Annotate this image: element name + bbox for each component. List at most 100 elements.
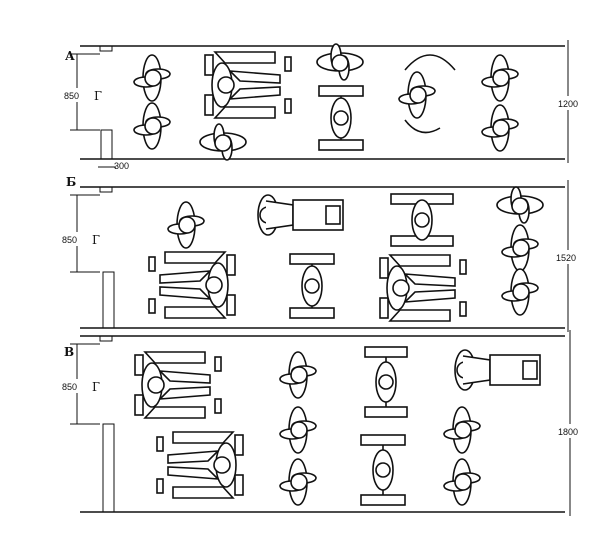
walker-figure xyxy=(318,85,364,151)
caster xyxy=(156,478,164,494)
walker-bar xyxy=(289,253,335,265)
corridor-width-label: 1800 xyxy=(558,427,578,437)
wheel xyxy=(234,434,244,456)
person-figure xyxy=(316,43,364,81)
caster xyxy=(284,56,292,72)
cane-arc xyxy=(404,54,456,134)
person-figure xyxy=(279,406,317,454)
leg xyxy=(227,70,281,84)
label-bg xyxy=(558,96,580,110)
head xyxy=(409,86,427,104)
caster xyxy=(156,436,164,452)
armrest xyxy=(143,351,206,364)
person-figure xyxy=(279,458,317,506)
armrest xyxy=(388,309,451,322)
head xyxy=(333,110,349,126)
person-figure xyxy=(481,54,519,102)
stroller-hood xyxy=(522,360,538,380)
head xyxy=(512,283,530,301)
wheelchair-figure xyxy=(134,351,222,419)
arms xyxy=(462,355,491,385)
panel-a: А 850 Г 300 1200 xyxy=(64,40,580,171)
leg xyxy=(157,370,211,384)
walker-bar xyxy=(364,346,408,358)
stroller-figure xyxy=(257,194,344,236)
wheel xyxy=(234,474,244,496)
wheel xyxy=(226,294,236,316)
head xyxy=(178,216,196,234)
person-figure xyxy=(279,351,317,399)
arms xyxy=(265,200,294,230)
person-figure xyxy=(133,102,171,150)
wheelchair-figure xyxy=(156,431,244,499)
armrest xyxy=(172,431,235,444)
panel-letter: Б xyxy=(66,175,76,189)
wheel xyxy=(204,94,214,116)
armrest xyxy=(164,251,227,264)
panel-letter: А xyxy=(65,49,75,63)
caster xyxy=(148,298,156,314)
walker-bar xyxy=(318,139,364,151)
head xyxy=(213,456,231,474)
label-bg xyxy=(60,232,96,246)
person-figure xyxy=(167,201,205,249)
door-jamb xyxy=(100,129,113,160)
head xyxy=(492,119,510,137)
person-figure xyxy=(496,186,544,224)
armrest xyxy=(164,306,227,319)
figures xyxy=(133,43,544,506)
head xyxy=(375,462,391,478)
walker-bar xyxy=(360,434,406,446)
door-width-label: 850 xyxy=(64,91,79,101)
wheelchair-figure xyxy=(204,51,292,119)
head xyxy=(147,376,165,394)
person-figure xyxy=(199,123,247,161)
label-bg xyxy=(66,88,96,102)
armrest xyxy=(143,406,206,419)
armrest xyxy=(213,51,276,64)
head xyxy=(511,197,529,215)
door-jamb xyxy=(99,335,113,342)
door-mark: Г xyxy=(92,380,100,394)
corridor-width-label: 1200 xyxy=(558,99,578,109)
head xyxy=(205,276,223,294)
wheel xyxy=(134,354,144,376)
armrest xyxy=(388,254,451,267)
panel-b: Б 850 Г 1520 xyxy=(60,175,578,332)
person-figure xyxy=(398,71,436,119)
caster xyxy=(284,98,292,114)
head xyxy=(454,473,472,491)
caster xyxy=(459,301,467,317)
armrest xyxy=(213,106,276,119)
walker-figure xyxy=(364,346,408,418)
walker-bar xyxy=(364,406,408,418)
head xyxy=(217,76,235,94)
person-figure xyxy=(443,458,481,506)
walker-figure xyxy=(289,253,335,319)
head xyxy=(331,54,349,72)
walker-bar xyxy=(289,307,335,319)
wheel xyxy=(379,257,389,279)
walker-bar xyxy=(360,494,406,506)
door-jamb xyxy=(99,45,113,52)
door-width-label: 850 xyxy=(62,235,77,245)
corridor-width-label: 1520 xyxy=(556,253,576,263)
walker-figure xyxy=(360,434,406,506)
leg xyxy=(167,450,221,464)
wheelchair-figure xyxy=(148,251,236,319)
person-figure xyxy=(501,268,539,316)
caster xyxy=(459,259,467,275)
head xyxy=(492,69,510,87)
door-jamb xyxy=(102,271,115,329)
head xyxy=(290,421,308,439)
caster xyxy=(214,356,222,372)
person-figure xyxy=(501,224,539,272)
wheel xyxy=(379,297,389,319)
head xyxy=(144,117,162,135)
head xyxy=(290,473,308,491)
door-mark: Г xyxy=(94,89,102,103)
head xyxy=(378,374,394,390)
panel-c: В 850 Г 1800 xyxy=(60,330,580,516)
offset-label: 300 xyxy=(114,161,129,171)
